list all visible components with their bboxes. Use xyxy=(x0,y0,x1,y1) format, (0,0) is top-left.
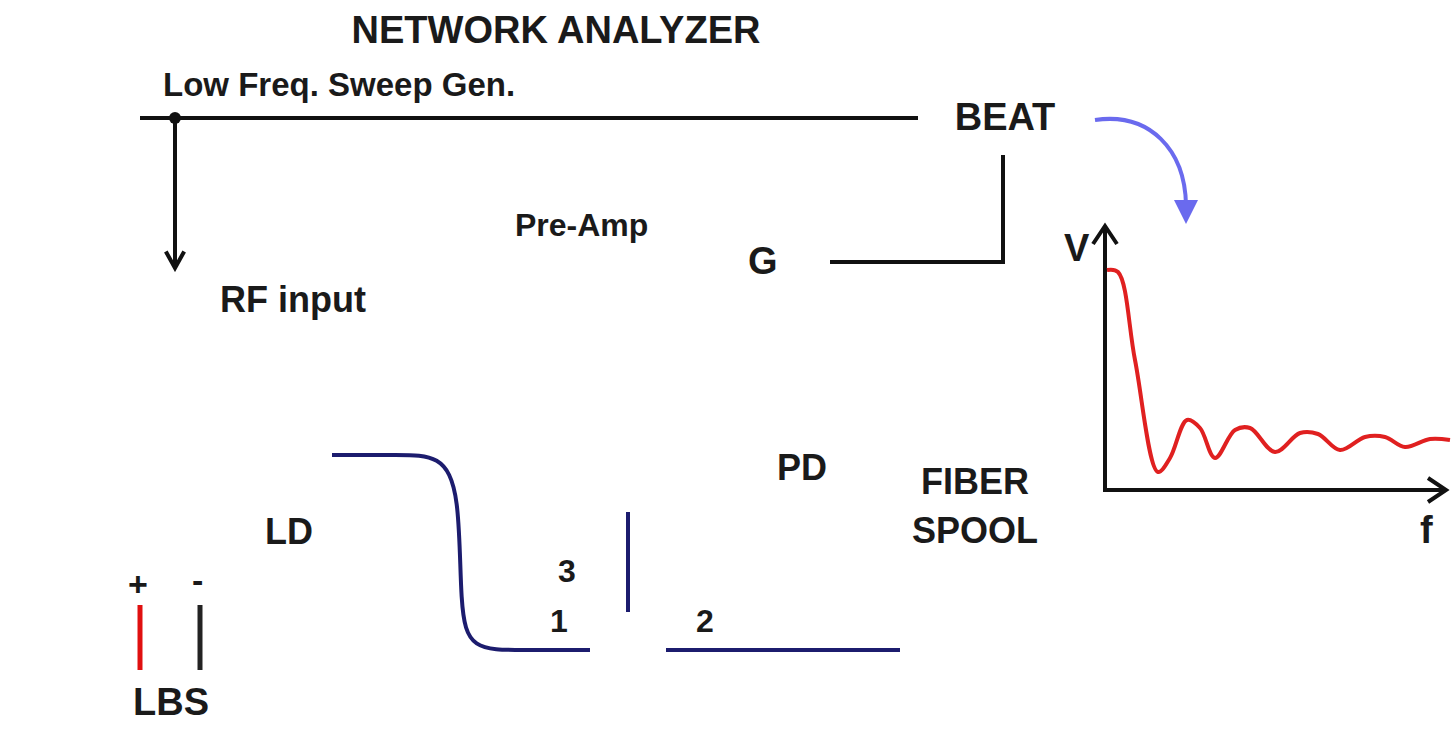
signal-wire xyxy=(830,155,1003,262)
signal-wire xyxy=(140,118,175,268)
signal-wire xyxy=(140,116,918,120)
fiber-windings xyxy=(898,632,1062,706)
part-name: PD xyxy=(777,448,827,488)
circulator-circle xyxy=(592,614,664,686)
lbs-rect xyxy=(99,672,244,734)
amplifier-triangle: G xyxy=(725,212,830,312)
port-number: 3 xyxy=(558,554,576,589)
generator-circle xyxy=(32,65,138,171)
y-axis xyxy=(1103,226,1107,492)
y-axis-head xyxy=(1093,226,1117,244)
sweep-generator-outline xyxy=(30,63,140,173)
axis-label: f xyxy=(1420,510,1433,552)
terminal-sign: + xyxy=(128,566,148,603)
response-chart xyxy=(1093,226,1446,502)
analyzer-region: NETWORK ANALYZER Low Freq. Sweep Gen. BEAT xyxy=(0,0,1112,195)
spool-flange xyxy=(883,684,1077,732)
amplifier-shape xyxy=(725,212,830,312)
terminal-sign: - xyxy=(192,562,203,599)
part-name: FIBER SPOOL xyxy=(870,458,1080,555)
preamp-region: Pre-AmpPD G xyxy=(495,192,850,512)
laser-chip xyxy=(27,428,159,479)
part-name: LD xyxy=(265,512,313,552)
connector-label: RF input xyxy=(220,280,366,320)
rf-connector xyxy=(142,269,206,337)
optical-fiber xyxy=(626,512,630,612)
port-number: 2 xyxy=(696,604,714,639)
analyzer-outline xyxy=(2,2,1110,192)
terminal-block xyxy=(108,567,232,604)
input-port xyxy=(905,112,918,124)
optical-circulator-outline xyxy=(590,612,666,688)
output-arrow xyxy=(1095,119,1198,224)
response-curve xyxy=(1107,270,1450,472)
chip-pins xyxy=(67,368,158,540)
input-port xyxy=(997,155,1009,166)
output-arrow-head xyxy=(1174,200,1198,224)
laser-module: RF inputLD xyxy=(5,268,332,605)
axis-label: V xyxy=(1064,228,1089,270)
fiber-spool: FIBER SPOOL xyxy=(880,580,1080,735)
circulator-head xyxy=(635,656,650,671)
optical-fiber xyxy=(666,648,900,652)
region-title: NETWORK ANALYZER xyxy=(352,10,761,52)
fiber xyxy=(626,482,630,512)
spool-flange xyxy=(883,586,1077,646)
output-arrow-line xyxy=(1095,119,1186,205)
beat-box: BEAT xyxy=(918,81,1092,155)
sweep-generator: Low Freq. Sweep Gen. xyxy=(30,63,140,173)
fiber-spool-outline xyxy=(880,580,1080,735)
region-title: Pre-Amp xyxy=(515,208,648,243)
beat-rect xyxy=(920,83,1091,154)
optical-fiber xyxy=(332,455,590,650)
sine-symbol xyxy=(50,94,120,144)
bias-source-box: LBS xyxy=(97,670,245,735)
fiber xyxy=(305,453,332,457)
signal-wire xyxy=(198,605,203,670)
module-housing xyxy=(7,337,331,567)
gain-label: G xyxy=(748,241,778,283)
x-axis xyxy=(1103,488,1446,492)
spool-hole xyxy=(962,610,998,622)
preamp-outline xyxy=(497,194,849,511)
circulator-arc xyxy=(608,630,648,664)
photodiode-symbol xyxy=(594,372,677,468)
box-label: LBS xyxy=(133,682,209,724)
chip-frame xyxy=(15,417,172,490)
optical-circulator: 123 xyxy=(590,612,666,688)
signal-wire xyxy=(138,605,143,670)
box-label: BEAT xyxy=(955,97,1056,139)
spool-body xyxy=(898,620,1062,708)
generator-label: Low Freq. Sweep Gen. xyxy=(163,67,515,103)
fiber-pigtail xyxy=(172,446,305,464)
signal-wire xyxy=(628,262,725,357)
x-axis-head xyxy=(1428,478,1446,502)
photodiode-box xyxy=(565,357,691,482)
port-number: 1 xyxy=(550,604,568,639)
